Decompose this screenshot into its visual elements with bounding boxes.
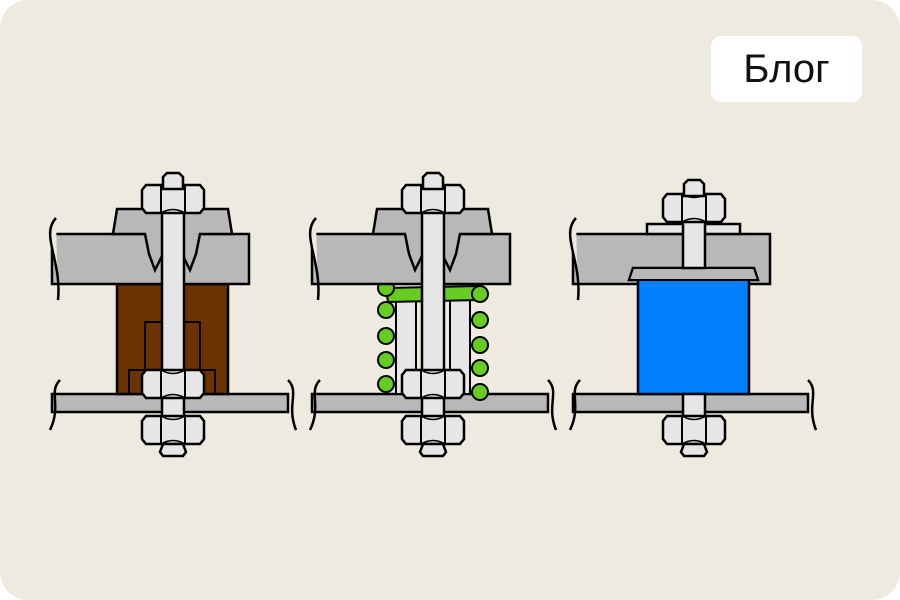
mount-polymer bbox=[568, 178, 818, 458]
polymer-block bbox=[627, 266, 760, 396]
coil-spring bbox=[377, 279, 489, 401]
mount-spring bbox=[308, 171, 558, 458]
blog-badge[interactable]: Блог bbox=[711, 36, 862, 102]
mount-rubber bbox=[48, 171, 298, 458]
blog-badge-label: Блог bbox=[743, 46, 830, 91]
